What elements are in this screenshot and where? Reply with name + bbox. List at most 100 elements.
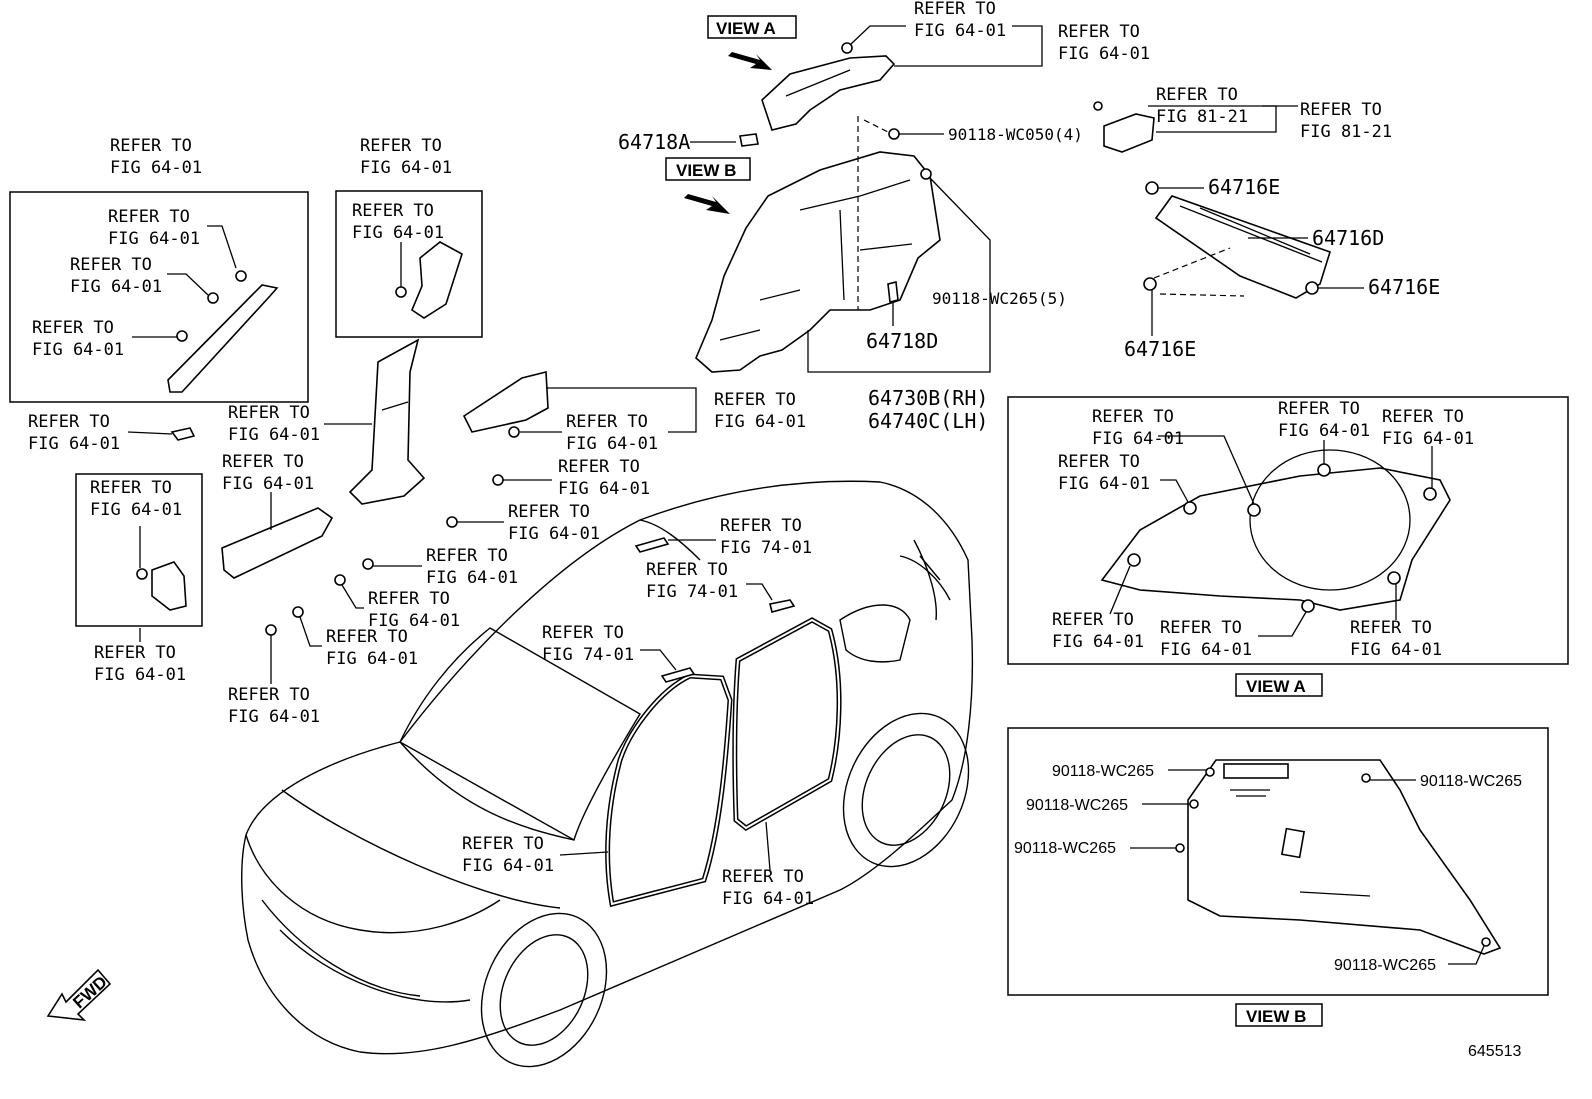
back-door-scuff-plate-part (1154, 195, 1331, 299)
part-number-64718d: 64718D (866, 329, 938, 353)
refer-label: FIG 64-01 (426, 568, 518, 588)
refer-label: REFER TO (368, 589, 450, 609)
part-number-64716e: 64716E (1124, 337, 1196, 361)
refer-label: REFER TO (90, 478, 172, 498)
view-b-label: VIEW B (1246, 1007, 1306, 1026)
view-a-tag-top (707, 15, 797, 39)
refer-label: REFER TO (1300, 100, 1382, 120)
refer-label: FIG 64-01 (222, 474, 314, 494)
part-number-90118-wc265: 90118-WC265 (1014, 840, 1116, 857)
view-a-tag (1235, 673, 1323, 697)
part-number-64716e: 64716E (1208, 175, 1280, 199)
refer-label: FIG 64-01 (1382, 429, 1474, 449)
part-number-90118-wc050: 90118-WC050(4) (948, 125, 1083, 144)
refer-label: FIG 64-01 (70, 277, 162, 297)
refer-label: REFER TO (352, 201, 434, 221)
refer-label: FIG 64-01 (566, 434, 658, 454)
diagram-code: 645513 (1468, 1043, 1521, 1060)
refer-label: REFER TO (558, 457, 640, 477)
refer-label: REFER TO (542, 623, 624, 643)
refer-label: FIG 64-01 (94, 665, 186, 685)
rear-scuff-plate-part (462, 370, 549, 433)
view-a-trim-inner-part (1100, 449, 1451, 613)
refer-label: REFER TO (108, 207, 190, 227)
cushion-part (739, 133, 759, 147)
refer-label: REFER TO (720, 516, 802, 536)
view-b-arrow (684, 194, 730, 214)
view-b-tag (1235, 1003, 1323, 1027)
refer-label: REFER TO (360, 136, 442, 156)
part-number-64740c: 64740C(LH) (868, 409, 988, 433)
refer-label: FIG 64-01 (110, 158, 202, 178)
bracket-box (75, 473, 203, 627)
refer-label: REFER TO (426, 546, 508, 566)
refer-label: REFER TO (914, 0, 996, 19)
refer-label: FIG 64-01 (462, 856, 554, 876)
front-pillar-garnish-part (167, 270, 279, 393)
pillar-garnish-box (9, 191, 309, 403)
refer-label: REFER TO (1160, 618, 1242, 638)
clip-small-part (170, 427, 196, 441)
part-number-90118-wc265: 90118-WC265 (1420, 773, 1522, 790)
center-pillar-lower-part (348, 338, 426, 505)
refer-label: FIG 64-01 (228, 707, 320, 727)
refer-label: FIG 64-01 (1052, 632, 1144, 652)
refer-label: FIG 64-01 (1058, 474, 1150, 494)
refer-label: FIG 64-01 (108, 229, 200, 249)
view-a-label: VIEW A (1246, 677, 1306, 696)
package-tray-side-trim-part (761, 55, 896, 131)
assist-grip-part (660, 667, 696, 683)
part-number-90118-wc265: 90118-WC265 (1052, 763, 1154, 780)
center-pillar-upper-part (395, 241, 463, 319)
refer-label: FIG 64-01 (1058, 44, 1150, 64)
refer-label: FIG 64-01 (228, 425, 320, 445)
refer-label: FIG 64-01 (28, 434, 120, 454)
refer-label: REFER TO (1058, 22, 1140, 42)
part-number-64716d: 64716D (1312, 226, 1384, 250)
part-number-64716e: 64716E (1368, 275, 1440, 299)
refer-label: REFER TO (1278, 399, 1360, 419)
deck-side-trim-panel-part (695, 151, 941, 373)
refer-label: FIG 64-01 (1092, 429, 1184, 449)
view-b-label-top: VIEW B (676, 161, 736, 180)
clip-set (265, 474, 552, 684)
refer-label: REFER TO (1156, 85, 1238, 105)
view-b-trim-inner-part (1175, 759, 1502, 955)
luggage-lamp-part (1093, 101, 1155, 153)
refer-label: FIG 64-01 (326, 649, 418, 669)
assist-grip-part (769, 599, 796, 613)
refer-label: FIG 64-01 (32, 340, 124, 360)
pillar-upper-box (335, 190, 483, 338)
refer-label: FIG 64-01 (714, 412, 806, 432)
refer-label: REFER TO (228, 685, 310, 705)
part-number-64718a: 64718A (618, 130, 690, 154)
refer-label: REFER TO (228, 403, 310, 423)
refer-label: FIG 74-01 (542, 645, 634, 665)
view-a-arrow (728, 52, 772, 70)
view-b-tag-top (665, 157, 751, 181)
refer-label: FIG 64-01 (352, 223, 444, 243)
refer-label: REFER TO (28, 412, 110, 432)
refer-label: REFER TO (32, 318, 114, 338)
front-scuff-plate-part (221, 507, 334, 579)
part-number-90118-wc265: 90118-WC265 (1334, 957, 1436, 974)
part-number-90118-wc265-5: 90118-WC265(5) (932, 289, 1067, 308)
refer-label: REFER TO (508, 502, 590, 522)
front-door-weatherstrip-part (605, 673, 733, 908)
refer-label: REFER TO (462, 834, 544, 854)
refer-label: REFER TO (566, 412, 648, 432)
bracket-part (136, 561, 187, 611)
refer-label: FIG 64-01 (722, 889, 814, 909)
refer-label: FIG 64-01 (1350, 640, 1442, 660)
refer-label: REFER TO (94, 643, 176, 663)
refer-label: REFER TO (1058, 452, 1140, 472)
refer-label: FIG 81-21 (1300, 122, 1392, 142)
part-number-64730b: 64730B(RH) (868, 386, 988, 410)
vehicle-outline (241, 480, 974, 1068)
refer-label: REFER TO (646, 560, 728, 580)
clip-64718d-part (887, 281, 899, 303)
view-a-detail-box (1007, 396, 1569, 665)
view-a-label-top: VIEW A (716, 19, 776, 38)
